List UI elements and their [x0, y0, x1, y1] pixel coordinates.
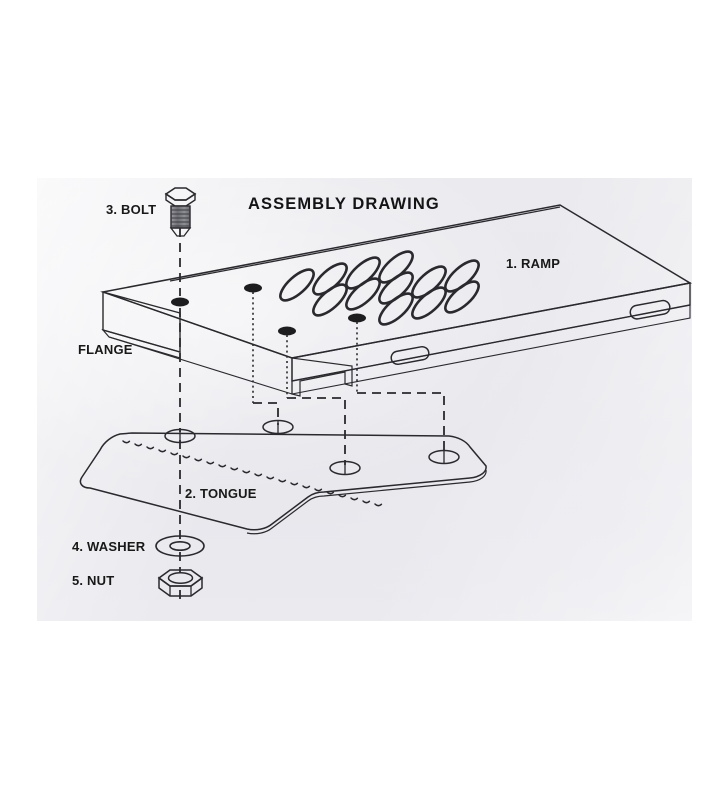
jog-line-hole-3	[287, 397, 346, 465]
ramp-side-slot-left	[390, 345, 430, 366]
tongue-cleat	[170, 452, 179, 456]
ramp-perforation	[378, 292, 414, 326]
nut-body	[158, 576, 203, 597]
jog-line-hole-2	[253, 402, 279, 425]
jog-line-hole-4	[357, 392, 445, 455]
part-label-washer: 4. WASHER	[72, 539, 146, 554]
ramp-bolt-hole-3	[278, 326, 296, 336]
part-label-bolt: 3. BOLT	[106, 202, 156, 217]
tongue-cleat	[290, 482, 299, 486]
tongue-cleat	[302, 485, 311, 489]
ramp-back-edge-line	[169, 206, 561, 282]
tongue-cleat	[326, 491, 335, 495]
tongue-bolt-hole-4	[428, 449, 460, 465]
part-label-tongue: 2. TONGUE	[185, 486, 257, 501]
ramp-perforation	[411, 286, 447, 320]
tongue-cleat	[206, 461, 215, 465]
ramp-bolt-hole-2	[244, 283, 262, 293]
tongue-hole-group	[164, 419, 460, 476]
bolt-head-side	[165, 192, 196, 207]
tongue-cleat	[182, 455, 191, 459]
tongue-cleat	[146, 446, 155, 450]
washer-outer-ring	[155, 535, 205, 557]
tongue-cleat	[158, 449, 167, 453]
bolt-part	[164, 187, 197, 237]
tongue-edge-thickness	[246, 469, 487, 535]
feature-label-flange: FLANGE	[78, 342, 133, 357]
tongue-cleat	[374, 503, 383, 507]
tongue-cleat	[278, 479, 287, 483]
tongue-top-face	[79, 432, 487, 531]
bolt-tip	[169, 227, 192, 237]
tongue-cleat	[254, 473, 263, 477]
tongue-bolt-hole-2	[262, 419, 294, 435]
tongue-cleat	[350, 497, 359, 501]
flange-diagonal-line	[102, 291, 293, 359]
bolt-thread-lines	[171, 209, 190, 227]
bolt-hex-head	[164, 187, 197, 201]
flange-lower-edge-line	[108, 336, 293, 395]
alignment-lines-group	[179, 228, 445, 602]
tongue-cleat	[362, 500, 371, 504]
channel-end-face	[291, 357, 353, 397]
tongue-cleat	[314, 488, 323, 492]
ramp-channel-end	[291, 357, 353, 397]
tongue-cleat	[218, 464, 227, 468]
part-label-ramp: 1. RAMP	[506, 256, 560, 271]
tongue-cleat-row	[122, 440, 383, 507]
ramp-bolt-hole-4	[348, 313, 366, 323]
ramp-perforation	[312, 283, 348, 317]
tongue-cleat	[194, 458, 203, 462]
bolt-shank	[170, 205, 191, 229]
tongue-bolt-hole-1	[164, 428, 196, 444]
drawing-title: ASSEMBLY DRAWING	[248, 195, 440, 213]
ramp-perforation	[345, 277, 381, 311]
tongue-cleat	[242, 470, 251, 474]
washer-inner-hole	[169, 540, 191, 551]
washer-part	[155, 535, 205, 557]
tongue-cleat	[134, 443, 143, 447]
tongue-cleat	[338, 494, 347, 498]
ramp-bolt-hole-1	[171, 297, 189, 307]
ramp-side-slot-right	[629, 299, 671, 320]
tongue-part	[79, 419, 487, 535]
tongue-bolt-hole-3	[329, 460, 361, 476]
nut-part	[157, 569, 204, 597]
ramp-perforation	[444, 280, 480, 314]
tongue-cleat	[230, 467, 239, 471]
scanned-page-panel	[37, 178, 692, 621]
nut-bore	[167, 572, 194, 584]
ramp-part	[100, 204, 693, 397]
ramp-perforation-group	[279, 250, 480, 326]
tongue-cleat	[122, 440, 131, 444]
tongue-cleat	[266, 476, 275, 480]
ramp-perforation	[279, 268, 315, 302]
part-label-nut: 5. NUT	[72, 573, 114, 588]
